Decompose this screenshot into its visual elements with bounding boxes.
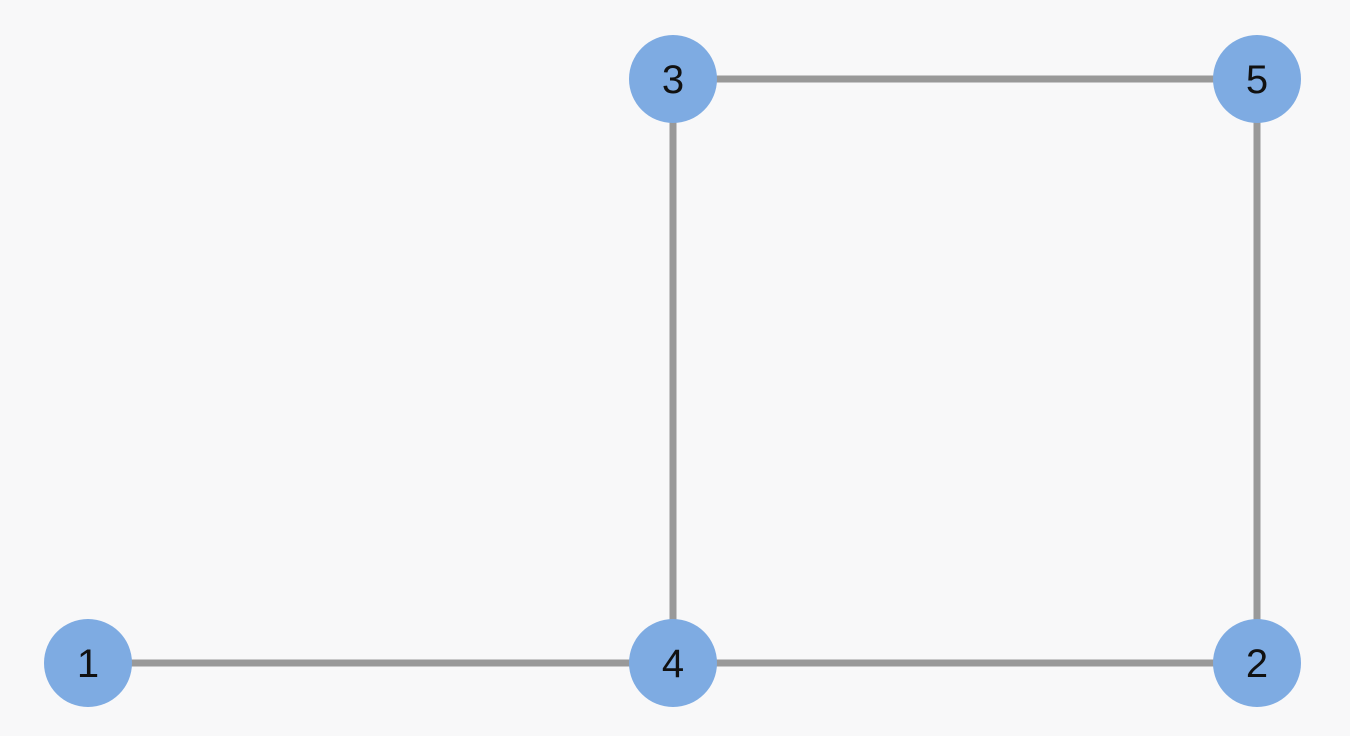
edges-layer [88, 75, 1261, 667]
node-circle [1213, 619, 1301, 707]
node-label: 5 [1246, 58, 1268, 102]
node-label: 1 [77, 642, 99, 686]
node-4: 4 [629, 619, 717, 707]
node-2: 2 [1213, 619, 1301, 707]
nodes-layer: 1 2 3 4 5 [44, 35, 1301, 707]
node-circle [1213, 35, 1301, 123]
node-3: 3 [629, 35, 717, 123]
node-label: 2 [1246, 642, 1268, 686]
node-1: 1 [44, 619, 132, 707]
node-5: 5 [1213, 35, 1301, 123]
node-circle [629, 35, 717, 123]
node-label: 3 [662, 58, 684, 102]
node-label: 4 [662, 642, 684, 686]
node-circle [44, 619, 132, 707]
node-circle [629, 619, 717, 707]
